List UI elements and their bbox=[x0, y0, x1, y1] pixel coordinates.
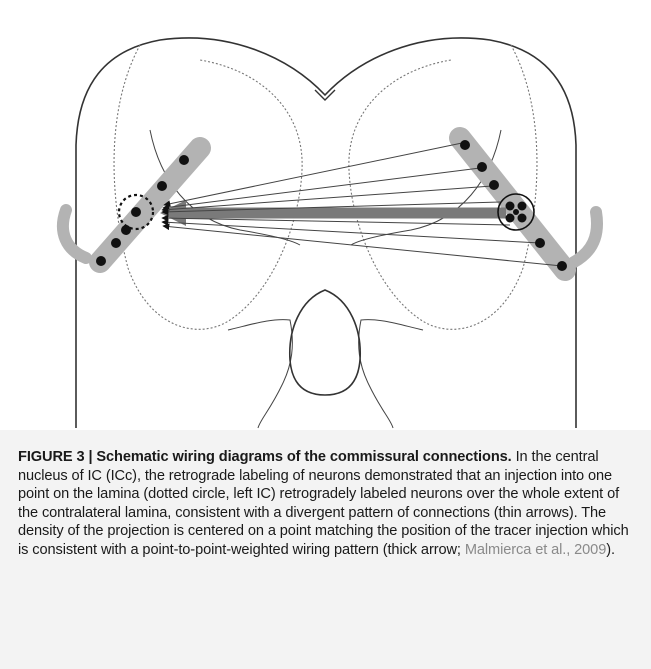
left-neuron-2 bbox=[157, 181, 167, 191]
figure-caption: FIGURE 3 | Schematic wiring diagrams of … bbox=[18, 448, 638, 560]
thin-arrow-6 bbox=[162, 222, 540, 243]
thin-arrow-3 bbox=[162, 186, 492, 210]
right-neuron-1 bbox=[460, 140, 470, 150]
left-neuron-1 bbox=[179, 155, 189, 165]
figure-label: FIGURE 3 | bbox=[18, 449, 96, 465]
lower-brainstem-contour-right bbox=[359, 320, 423, 428]
right-neuron-5 bbox=[557, 261, 567, 271]
injection-site-center bbox=[131, 207, 141, 217]
right-neuron-4 bbox=[535, 238, 545, 248]
brainstem-outline bbox=[76, 38, 576, 428]
figure-title: Schematic wiring diagrams of the commiss… bbox=[96, 449, 511, 465]
thin-arrow-7 bbox=[163, 226, 562, 266]
right-neuron-2 bbox=[477, 162, 487, 172]
thin-arrow-2 bbox=[163, 168, 480, 208]
citation-link[interactable]: Malmierca et al., 2009 bbox=[465, 542, 606, 558]
left-lateral-band bbox=[63, 210, 86, 258]
right-lateral-band bbox=[574, 212, 597, 262]
left-neuron-4 bbox=[111, 238, 121, 248]
wiring-diagram-svg bbox=[0, 0, 651, 430]
left-neuron-5 bbox=[96, 256, 106, 266]
wiring-diagram bbox=[0, 0, 651, 430]
lower-brainstem-contour bbox=[228, 320, 292, 428]
right-neuron-3 bbox=[489, 180, 499, 190]
figure-closing: ). bbox=[606, 542, 615, 558]
central-structure bbox=[290, 290, 360, 395]
left-ic-boundary bbox=[114, 45, 302, 329]
